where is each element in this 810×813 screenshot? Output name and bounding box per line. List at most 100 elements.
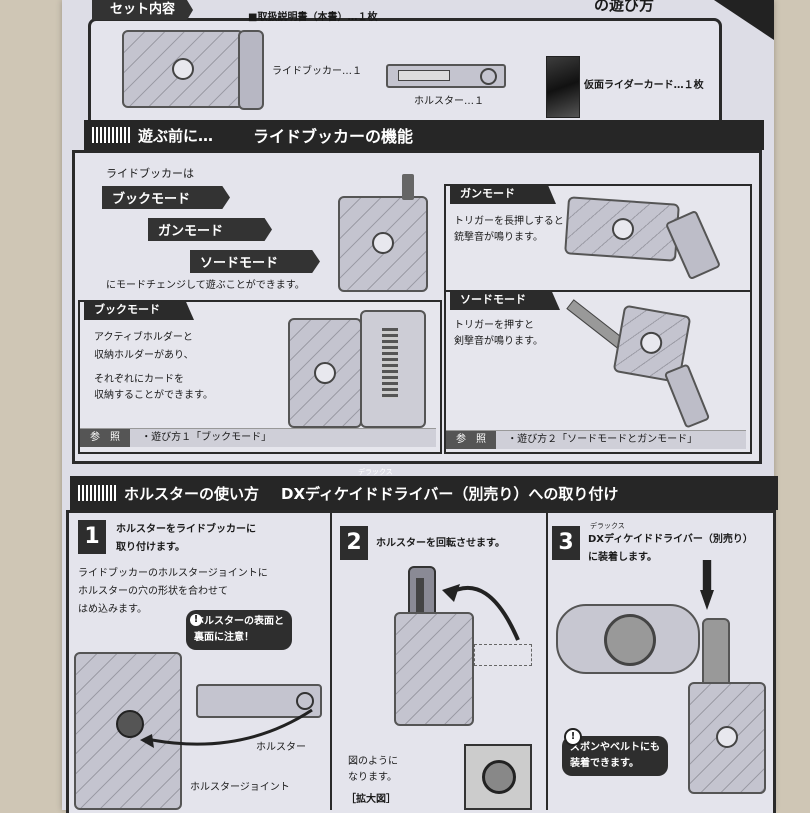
divider-1	[330, 512, 332, 810]
book-mode-ref-label: 参 照	[80, 429, 130, 447]
caution-line-1: ズボンやベルトにも	[570, 742, 660, 753]
book-mode-desc-4: 収納することができます。	[94, 390, 213, 401]
sword-mode-ref-label: 参 照	[446, 431, 496, 449]
book-mode-title: ブックモード	[84, 300, 194, 320]
step-1-body-1: ライドブッカーのホルスタージョイントに	[78, 568, 268, 579]
decade-logo-icon	[172, 58, 194, 80]
divider-2	[546, 512, 548, 810]
step-1-caution-callout: ホルスターの表面と 裏面に注意！	[186, 610, 292, 650]
function-title: ライドブッカーの機能	[253, 127, 414, 146]
step-3-holster-image	[702, 618, 730, 688]
caution-line-1: ホルスターの表面と	[194, 616, 284, 627]
step-1-heading-1: ホルスターをライドブッカーに	[116, 524, 256, 535]
book-mode-desc-2: 収納ホルダーがあり、	[94, 350, 194, 361]
step-2-number: 2	[340, 526, 368, 560]
holster-usage-subtitle: DXディケイドドライバー（別売り）への取り付け	[281, 484, 619, 503]
holster-label: ホルスター…１	[414, 96, 484, 107]
step-1-holster-image	[196, 684, 322, 718]
manual-item: ■取扱説明書（本書）…１枚	[248, 12, 378, 23]
holster-hole	[480, 68, 497, 85]
holster-hole	[296, 692, 314, 710]
stripes-icon	[78, 485, 116, 501]
step-3-caution-callout: ズボンやベルトにも 装着できます。	[562, 736, 668, 776]
step-1-holster-label: ホルスター	[256, 742, 306, 753]
header-right-corner	[714, 0, 774, 40]
stripes-icon	[92, 127, 130, 143]
step-3-number: 3	[552, 526, 580, 560]
ride-booker-label: ライドブッカー…１	[272, 66, 362, 77]
step-2-ghost-holster	[474, 644, 532, 666]
decade-logo-icon	[314, 362, 336, 384]
holster-joint-circle	[116, 710, 144, 738]
step-2-note-1: 図のように	[348, 756, 398, 767]
ride-booker-grip	[402, 174, 414, 200]
ride-booker-spine	[238, 30, 264, 110]
function-outro: にモードチェンジして遊ぶことができます。	[106, 280, 305, 291]
step-3-heading-2: に装着します。	[588, 552, 657, 563]
holster-slot	[416, 578, 424, 638]
sword-mode-desc-1: トリガーを押すと	[454, 320, 534, 331]
step-2-zoom-label: ［拡大図］	[346, 794, 396, 805]
book-mode-desc-3: それぞれにカードを	[94, 374, 184, 385]
book-mode-reference: 参 照 ・遊び方１「ブックモード」	[80, 428, 436, 447]
decade-logo-icon	[611, 217, 635, 241]
header-right: の遊び方	[594, 0, 655, 14]
step-3-driver-belt-image	[556, 604, 700, 674]
step-3-heading-1: DXディケイドドライバー（別売り）	[588, 534, 753, 545]
holster-usage-subtitle-ruby: デラックス	[358, 468, 393, 476]
step-1-arrow-icon	[140, 708, 313, 748]
sword-mode-reference: 参 照 ・遊び方２「ソードモードとガンモード」	[446, 430, 746, 449]
mode-gun-label: ガンモード	[148, 218, 272, 241]
zoom-hole	[482, 760, 516, 794]
function-intro: ライドブッカーは	[106, 167, 194, 180]
step-1-joint-label: ホルスタージョイント	[190, 782, 290, 793]
step-3-ride-booker-image	[688, 682, 766, 794]
caution-line-2: 装着できます。	[570, 758, 639, 769]
holster-usage-bar: ホルスターの使い方 DXディケイドドライバー（別売り）への取り付け	[70, 476, 778, 510]
step-2-ride-booker-image	[394, 612, 474, 726]
step-2-note-2: なります。	[348, 772, 397, 783]
mode-sword-label: ソードモード	[190, 250, 320, 273]
mode-book-label: ブックモード	[102, 186, 230, 209]
gun-mode-image	[564, 196, 680, 262]
holster-slot	[398, 70, 450, 81]
warning-icon: !	[190, 614, 202, 626]
instruction-sheet: セット内容 ■取扱説明書（本書）…１枚 の遊び方 ライドブッカー…１ ホルスター…	[62, 0, 778, 813]
before-play-title: 遊ぶ前に…	[138, 126, 214, 145]
rider-card-label: 仮面ライダーカード…１枚	[584, 80, 704, 91]
step-1-body-3: はめ込みます。	[78, 604, 147, 615]
holster-image	[386, 64, 506, 88]
decade-logo-icon	[372, 232, 394, 254]
step-2-heading: ホルスターを回転させます。	[376, 538, 505, 549]
before-play-bar: 遊ぶ前に… ライドブッカーの機能	[84, 120, 764, 150]
ride-booker-image	[122, 30, 244, 108]
gun-mode-title: ガンモード	[450, 184, 556, 204]
step-1-number: 1	[78, 520, 106, 554]
ride-booker-upright-image	[338, 196, 428, 292]
step-1-ride-booker-image	[74, 652, 182, 810]
step-2-zoom-view	[464, 744, 532, 810]
book-mode-image	[288, 318, 362, 428]
step-1-body-2: ホルスターの穴の形状を合わせて	[78, 586, 228, 597]
book-mode-ref-text: ・遊び方１「ブックモード」	[141, 432, 272, 443]
sword-mode-desc-2: 剣撃音が鳴ります。	[454, 336, 543, 347]
rider-card-image	[546, 56, 580, 118]
holster-usage-title: ホルスターの使い方	[124, 484, 260, 503]
driver-buckle	[604, 614, 656, 666]
caution-line-2: 裏面に注意！	[194, 632, 254, 643]
step-2-rotate-arrow-icon	[442, 584, 520, 641]
gun-mode-desc-2: 銃撃音が鳴ります。	[454, 232, 543, 243]
sword-mode-ref-text: ・遊び方２「ソードモードとガンモード」	[507, 434, 698, 445]
gun-mode-desc-1: トリガーを長押しすると	[454, 216, 564, 227]
book-mode-card-holder	[360, 310, 426, 428]
book-mode-desc-1: アクティブホルダーと	[94, 332, 193, 343]
step-3-ruby: デラックス	[590, 522, 625, 530]
step-1-heading-2: 取り付けます。	[116, 542, 185, 553]
sword-mode-title: ソードモード	[450, 290, 560, 310]
step-3-down-arrow-icon	[700, 560, 714, 610]
decade-logo-icon	[638, 330, 664, 356]
card-slot	[382, 328, 398, 398]
set-contents-title: セット内容	[92, 0, 194, 20]
warning-icon: !	[564, 728, 582, 746]
decade-logo-icon	[716, 726, 738, 748]
